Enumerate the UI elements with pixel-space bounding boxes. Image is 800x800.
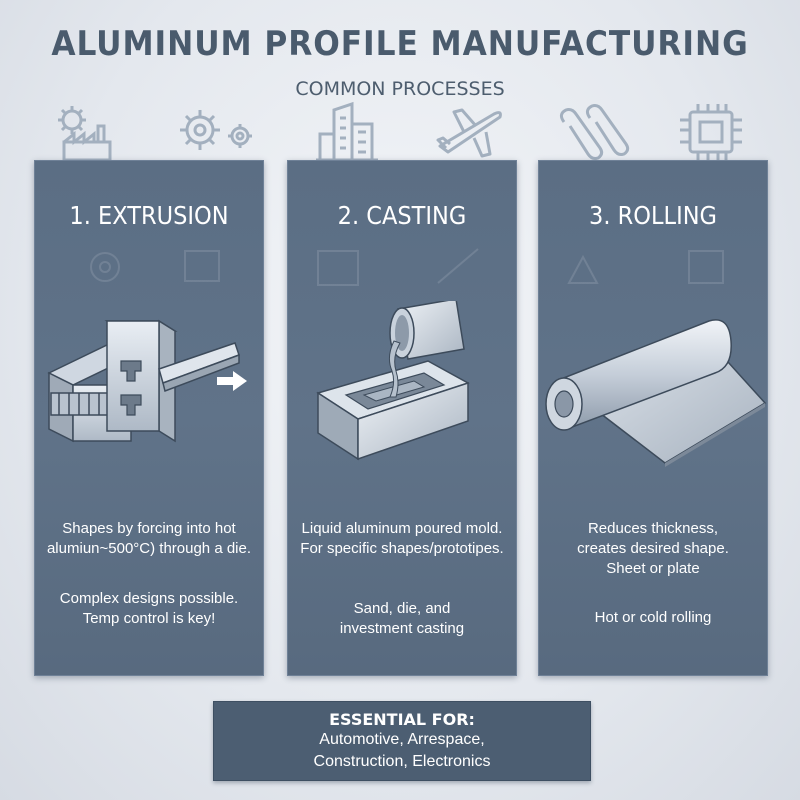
applications-banner: ESSENTIAL FOR: Automotive, Arrespace, Co… xyxy=(213,701,591,781)
description-line: Reduces thickness, xyxy=(587,520,719,537)
page-subtitle: COMMON PROCESSES xyxy=(295,78,505,100)
description-line: Liquid aluminum poured mold. xyxy=(301,520,503,537)
note-line: Hot or cold rolling xyxy=(594,609,712,626)
card-title: 3. ROLLING xyxy=(589,201,717,230)
banner-line: Automotive, Arrespace, xyxy=(319,731,485,748)
card-title: 1. EXTRUSION xyxy=(69,201,229,230)
paperclips-icon xyxy=(559,104,630,160)
faded-gear-icon xyxy=(90,250,220,282)
card-notes: Hot or cold rolling xyxy=(539,608,767,628)
banner-line: Construction, Electronics xyxy=(313,753,491,770)
page-title: ALUMINUM PROFILE MANUFACTURING xyxy=(51,24,749,64)
card-title: 2. CASTING xyxy=(337,201,467,230)
card-notes: Sand, die, and investment casting xyxy=(288,599,516,639)
faded-chip-icon xyxy=(567,250,724,284)
note-line: Sand, die, and xyxy=(353,600,451,617)
card-description: Shapes by forcing into hot alumiun~500°C… xyxy=(35,519,263,559)
card-description: Liquid aluminum poured mold. For specifi… xyxy=(288,519,516,559)
description-line: Shapes by forcing into hot xyxy=(62,520,236,537)
building-icon xyxy=(316,101,378,162)
card-description: Reduces thickness, creates desired shape… xyxy=(539,519,767,579)
faded-mold-icon xyxy=(317,248,479,286)
note-line: Temp control is key! xyxy=(82,610,216,627)
process-card-rolling: 3. ROLLING Reduces thickness, creates de… xyxy=(538,160,768,676)
microchip-icon xyxy=(680,104,742,160)
gear-factory-icon xyxy=(58,106,112,162)
casting-mold-icon xyxy=(316,301,470,461)
note-line: Complex designs possible. xyxy=(59,590,239,607)
note-line: investment casting xyxy=(339,620,465,637)
extrusion-die-icon xyxy=(47,319,247,443)
gears-icon xyxy=(180,110,252,150)
process-card-extrusion: 1. EXTRUSION Shapes xyxy=(34,160,264,676)
rolled-sheet-icon xyxy=(545,319,767,467)
description-line: alumiun~500°C) through a die. xyxy=(46,540,252,557)
description-line: For specific shapes/prototipes. xyxy=(300,540,504,557)
banner-title: ESSENTIAL FOR: xyxy=(329,710,475,729)
card-notes: Complex designs possible. Temp control i… xyxy=(35,589,263,629)
process-card-casting: 2. CASTING Liquid aluminum poured mold. … xyxy=(287,160,517,676)
airplane-icon xyxy=(436,108,502,158)
description-line: Sheet or plate xyxy=(606,560,700,577)
description-line: creates desired shape. xyxy=(577,540,729,557)
